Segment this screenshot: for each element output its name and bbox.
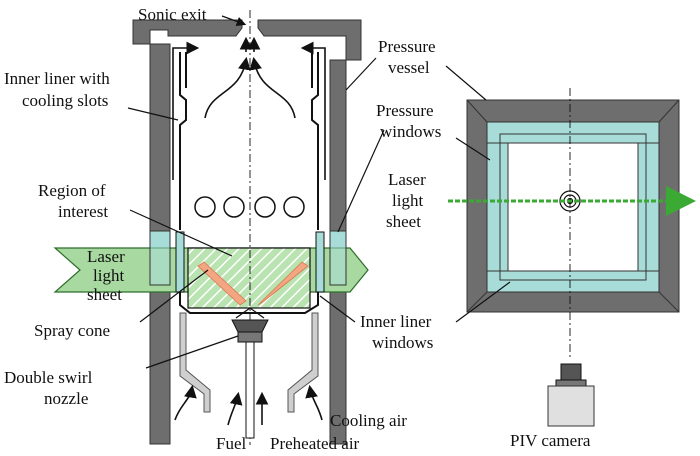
label-laser-left-3: sheet bbox=[87, 285, 122, 304]
label-region-2: interest bbox=[58, 202, 108, 221]
inlet-ducts bbox=[179, 312, 319, 413]
label-pressure-vessel-2: vessel bbox=[388, 58, 430, 77]
label-region-1: Region of bbox=[38, 181, 106, 200]
label-laser-right-2: light bbox=[392, 191, 423, 210]
label-piv-camera: PIV camera bbox=[510, 431, 591, 450]
label-inner-liner-1: Inner liner with bbox=[4, 69, 110, 88]
label-laser-left-1: Laser bbox=[87, 247, 125, 266]
label-pressure-windows-1: Pressure bbox=[376, 101, 434, 120]
vortex-circles bbox=[194, 196, 305, 218]
label-pressure-vessel-1: Pressure bbox=[378, 37, 436, 56]
label-double-swirl-1: Double swirl bbox=[4, 368, 93, 387]
double-swirl-nozzle bbox=[231, 307, 269, 439]
label-inner-liner-2: cooling slots bbox=[22, 91, 108, 110]
label-laser-right-1: Laser bbox=[388, 170, 426, 189]
inlet-flow-arrows bbox=[174, 384, 323, 426]
label-double-swirl-2: nozzle bbox=[44, 389, 88, 408]
piv-camera-icon bbox=[547, 363, 595, 427]
label-preheated-air: Preheated air bbox=[270, 434, 360, 453]
spray-cone bbox=[197, 261, 309, 306]
label-sonic-exit: Sonic exit bbox=[138, 5, 207, 24]
label-fuel: Fuel bbox=[216, 434, 247, 453]
label-inner-liner-windows-2: windows bbox=[372, 333, 433, 352]
leader-lines bbox=[127, 15, 385, 369]
label-laser-left-2: light bbox=[93, 266, 124, 285]
label-inner-liner-windows-1: Inner liner bbox=[360, 312, 432, 331]
inner-liner bbox=[179, 52, 319, 314]
label-spray-cone: Spray cone bbox=[34, 321, 110, 340]
label-laser-right-3: sheet bbox=[386, 212, 421, 231]
label-pressure-windows-2: windows bbox=[380, 122, 441, 141]
label-cooling-air: Cooling air bbox=[330, 411, 407, 430]
flow-curves bbox=[172, 36, 326, 180]
